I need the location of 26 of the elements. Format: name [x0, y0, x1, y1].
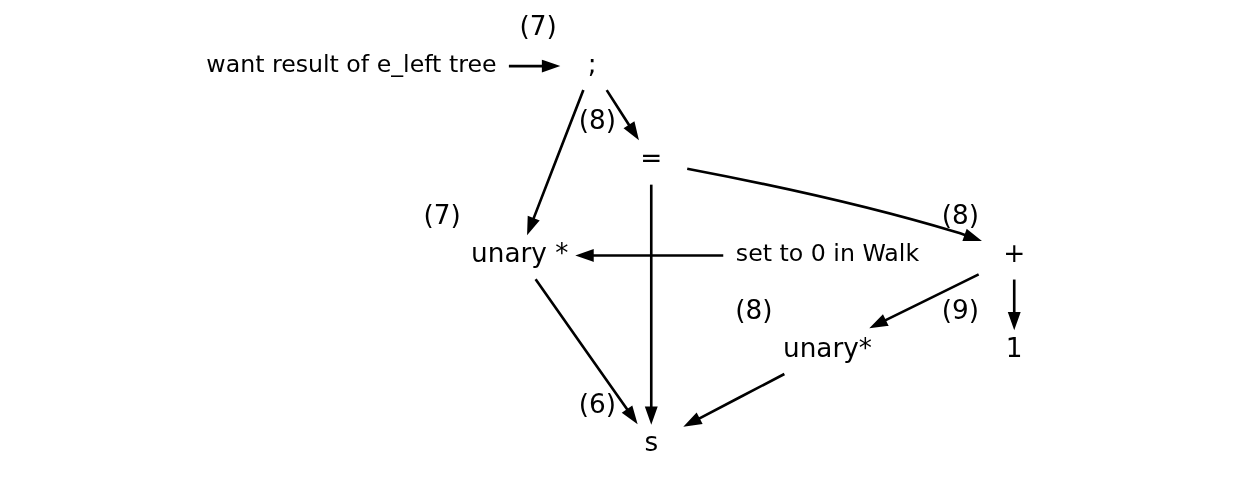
- node-text: 1: [1005, 332, 1023, 363]
- arrow: [683, 372, 785, 427]
- arrow: [605, 89, 639, 141]
- arrow: [534, 278, 638, 425]
- arrow: [575, 249, 724, 262]
- node-text: set to 0 in Walk: [735, 239, 920, 268]
- node-label: (8): [941, 199, 979, 230]
- node-text: +: [1003, 238, 1026, 269]
- node-label: (7): [423, 199, 461, 230]
- node-text: =: [640, 143, 663, 174]
- arrow: [686, 167, 982, 241]
- node-text: want result of e_left tree: [206, 49, 497, 78]
- arrow: [1007, 279, 1021, 331]
- arrow: [644, 184, 658, 425]
- node-text: unary *: [471, 238, 569, 269]
- arrow: [508, 59, 561, 73]
- node-text: s: [644, 427, 659, 458]
- node-text: unary*: [782, 332, 872, 363]
- node-label: (8): [735, 294, 773, 325]
- node-label: (6): [578, 389, 616, 420]
- node-label: (8): [578, 105, 616, 136]
- node-label: (9): [941, 294, 979, 325]
- arrow: [527, 89, 585, 236]
- node-text: ;: [587, 48, 597, 79]
- node-label: (7): [519, 10, 557, 41]
- arrow: [869, 273, 980, 329]
